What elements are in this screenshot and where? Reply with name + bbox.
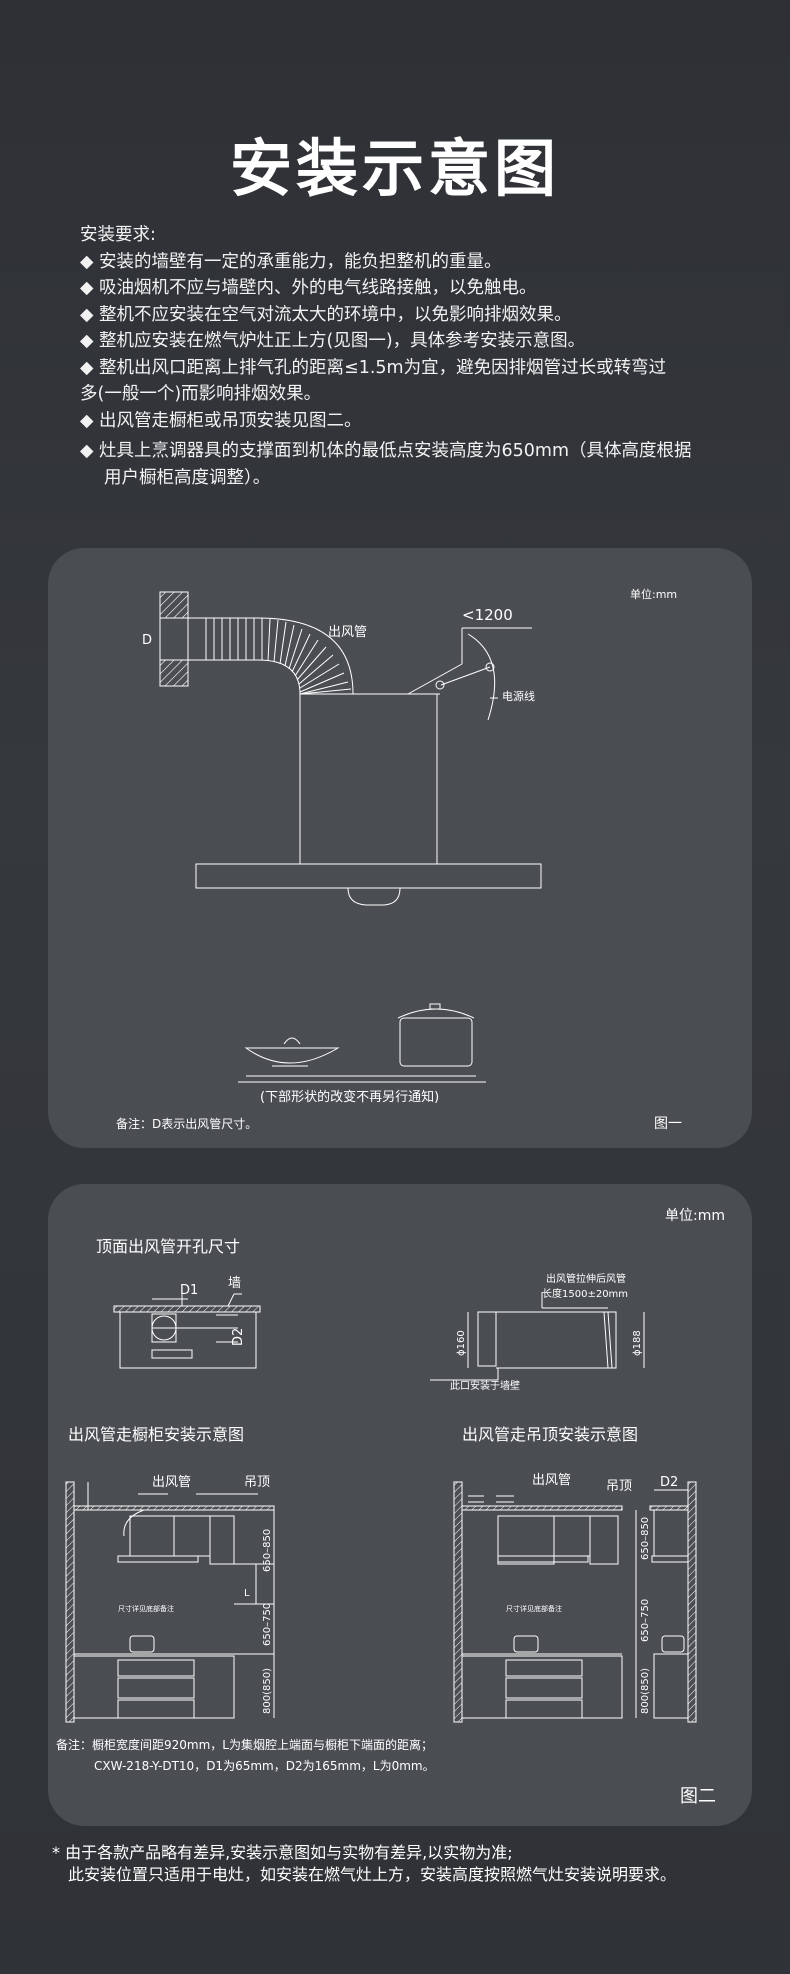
requirement-item: 整机不应安装在空气对流太大的环境中，以免影响排烟效果。: [80, 302, 760, 329]
cabinet-dim-upper: 650–850: [262, 1529, 273, 1572]
d1-label: D1: [180, 1283, 198, 1298]
footnote-line-2: 此安装位置只适用于电灶，如安装在燃气灶上方，安装高度按照燃气灶安装说明要求。: [68, 1865, 677, 1884]
ceiling-install-diagram: [453, 1481, 697, 1723]
outlet-label: 此口安装于墙壁: [450, 1379, 520, 1392]
install-requirements: 安装要求: 安装的墙壁有一定的承重能力，能负担整机的重量。 吸油烟机不应与墙壁内…: [80, 222, 760, 491]
cabinet-dim-middle: 650–750: [262, 1603, 273, 1646]
flexible-duct: [188, 617, 354, 695]
top-opening-title: 顶面出风管开孔尺寸: [96, 1237, 240, 1256]
figure-one-label: 图一: [654, 1116, 682, 1132]
unit-label: 单位:mm: [665, 1208, 725, 1224]
requirement-item: 吸油烟机不应与墙壁内、外的电气线路接触，以免触电。: [80, 275, 760, 302]
d2-label: D2: [231, 1328, 246, 1346]
hood-body: [299, 693, 438, 865]
page-title: 安装示意图: [229, 132, 560, 205]
ceiling-install-title: 出风管走吊顶安装示意图: [462, 1425, 638, 1444]
figure-two-label: 图二: [680, 1786, 716, 1807]
phi160-label: ϕ160: [456, 1330, 467, 1356]
power-cord-label: 电源线: [502, 689, 535, 703]
requirement-item: 安装的墙壁有一定的承重能力，能负担整机的重量。: [80, 249, 760, 276]
requirement-item-cont: 多(一般一个)而影响排烟效果。: [80, 384, 322, 404]
top-opening-sketch: [113, 1293, 261, 1369]
unit-label: 单位:mm: [630, 587, 677, 601]
ceiling-dim-upper: 650–850: [640, 1517, 651, 1560]
ceiling-dim-middle: 650–750: [640, 1599, 651, 1642]
figure-two-note-2: CXW-218-Y-DT10，D1为65mm，D2为165mm，L为0mm。: [94, 1759, 435, 1773]
ceiling-small-note: 尺寸详见底部备注: [506, 1604, 562, 1613]
figure-one-note: 备注：D表示出风管尺寸。: [116, 1116, 257, 1131]
figure-one-panel: 单位:mm D: [48, 548, 752, 1148]
cabinet-install-title: 出风管走橱柜安装示意图: [68, 1425, 244, 1444]
requirement-item: 整机出风口距离上排气孔的距离≤1.5m为宜，避免因排烟管过长或转弯过: [80, 355, 760, 382]
requirement-item-cont: 用户橱柜高度调整）。: [104, 467, 271, 488]
requirements-heading: 安装要求:: [80, 225, 156, 245]
phi188-label: ϕ188: [632, 1330, 643, 1356]
footnote-line-1: * 由于各款产品略有差异,安装示意图如与实物有差异,以实物为准;: [52, 1843, 513, 1862]
wall-hatch: [159, 659, 189, 687]
wall-label: 墙: [228, 1276, 241, 1291]
cabinet-ceiling-label: 吊顶: [244, 1475, 270, 1490]
ceiling-ceiling-label: 吊顶: [606, 1479, 632, 1494]
requirement-item: 出风管走橱柜或吊顶安装见图二。: [80, 408, 760, 435]
figure-two-diagram: 单位:mm 顶面出风管开孔尺寸 D1 墙 D2: [56, 1208, 725, 1807]
cabinet-duct-label: 出风管: [152, 1475, 191, 1490]
duct-label: 出风管: [328, 625, 367, 640]
angle-label: <1200: [462, 606, 513, 624]
hood-light: [347, 887, 401, 906]
cabinet-small-note: 尺寸详见底部备注: [118, 1604, 174, 1613]
figure-two-note-1: 备注：橱柜宽度间距920mm，L为集烟腔上端面与橱柜下端面的距离；: [56, 1737, 433, 1752]
stretched-duct-sketch: [430, 1292, 645, 1381]
hood-panel: [195, 863, 542, 889]
figure-one-diagram: 单位:mm D: [116, 587, 682, 1132]
ceiling-dim-lower: 800(850): [640, 1668, 651, 1714]
stretch-label: 出风管拉伸后风管: [546, 1272, 626, 1285]
ceiling-duct-label: 出风管: [532, 1473, 571, 1488]
footnote: * 由于各款产品略有差异,安装示意图如与实物有差异,以实物为准; 此安装位置只适…: [52, 1842, 772, 1886]
shape-change-note: (下部形状的改变不再另行通知): [260, 1089, 439, 1105]
d-label: D: [142, 633, 152, 648]
cabinet-dim-lower: 800(850): [262, 1668, 273, 1714]
requirement-item: 整机应安装在燃气炉灶正上方(见图一)，具体参考安装示意图。: [80, 328, 760, 355]
figure-two-panel: 单位:mm 顶面出风管开孔尺寸 D1 墙 D2: [48, 1184, 752, 1826]
stove-and-pot: [238, 1003, 486, 1083]
wall-hatch: [159, 591, 189, 619]
stretch-length-label: 长度1500±20mm: [542, 1287, 628, 1300]
cabinet-install-diagram: [65, 1481, 275, 1723]
flap-bracket: [407, 628, 498, 721]
cabinet-dim-l: L: [244, 1588, 250, 1599]
ceiling-d2-label: D2: [660, 1475, 678, 1490]
requirement-item: 灶具上烹调器具的支撑面到机体的最低点安装高度为650mm（具体高度根据: [80, 438, 760, 465]
